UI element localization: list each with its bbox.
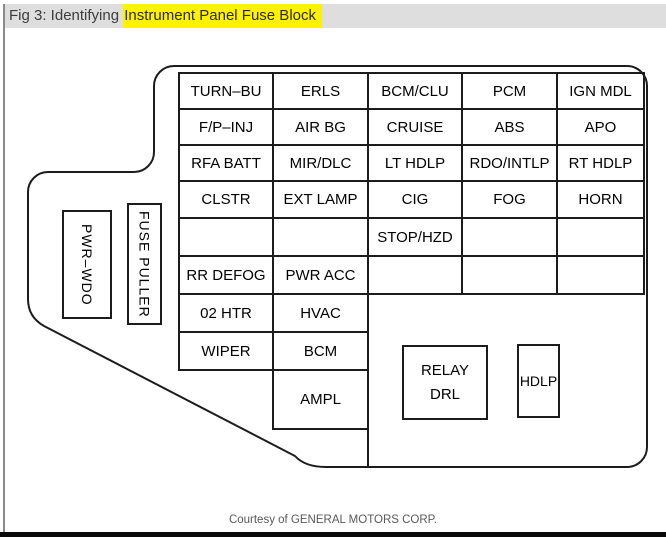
fuse-cell-erls: ERLS xyxy=(272,72,369,110)
fuse-cell-empty xyxy=(272,217,369,257)
fuse-cell-pcm: PCM xyxy=(461,72,558,110)
fuse-cell-empty xyxy=(178,217,274,257)
fuse-cell-ampl: AMPL xyxy=(272,369,369,430)
pwr-wdo-label: PWR–WDO xyxy=(79,223,95,306)
fuse-cell-empty xyxy=(556,217,645,257)
fuse-cell-ign-mdl: IGN MDL xyxy=(556,72,645,110)
page-left-border xyxy=(3,4,5,532)
fuse-cell-clstr: CLSTR xyxy=(178,180,274,219)
relay-drl-box: RELAY DRL xyxy=(402,345,488,420)
fuse-cell-apo: APO xyxy=(556,108,645,146)
figure-title: Fig 3: Identifying xyxy=(9,7,124,24)
fuse-cell-turn-bu: TURN–BU xyxy=(178,72,274,110)
fuse-puller-label: FUSE PULLER xyxy=(136,210,153,318)
fuse-cell-air-bg: AIR BG xyxy=(272,108,369,146)
fuse-cell-fog: FOG xyxy=(461,180,558,219)
fuse-block-outline-path xyxy=(27,65,648,468)
fuse-cell-horn: HORN xyxy=(556,180,645,219)
fuse-cell-lt-hdlp: LT HDLP xyxy=(367,144,463,182)
figure-title-highlight: Instrument Panel Fuse Block xyxy=(123,4,322,28)
fuse-cell-empty xyxy=(367,255,463,295)
fuse-cell-mir-dlc: MIR/DLC xyxy=(272,144,369,182)
fuse-cell-abs: ABS xyxy=(461,108,558,146)
fuse-cell-pwr-acc: PWR ACC xyxy=(272,255,369,295)
pwr-wdo-box: PWR–WDO xyxy=(62,210,112,319)
fuse-cell-wiper: WIPER xyxy=(178,331,274,371)
hdlp-label: HDLP xyxy=(519,373,558,389)
bottom-rule xyxy=(0,532,666,537)
figure-title-bar: Fig 3: Identifying Instrument Panel Fuse… xyxy=(5,4,666,28)
hdlp-box: HDLP xyxy=(517,344,560,418)
fuse-cell-hvac: HVAC xyxy=(272,293,369,333)
fuse-cell-f-p-inj: F/P–INJ xyxy=(178,108,274,146)
fuse-cell-rr-defog: RR DEFOG xyxy=(178,255,274,295)
fuse-cell-bcm-clu: BCM/CLU xyxy=(367,72,463,110)
fuse-cell-cig: CIG xyxy=(367,180,463,219)
fuse-cell-rfa-batt: RFA BATT xyxy=(178,144,274,182)
fuse-puller-box: FUSE PULLER xyxy=(127,203,162,325)
fuse-cell-cruise: CRUISE xyxy=(367,108,463,146)
fuse-cell-empty xyxy=(461,217,558,257)
fuse-cell-bcm: BCM xyxy=(272,331,369,371)
relay-drl-label-line1: RELAY xyxy=(420,361,470,379)
fuse-cell-empty xyxy=(461,255,558,295)
fuse-cell-empty xyxy=(556,255,645,295)
courtesy-caption: Courtesy of GENERAL MOTORS CORP. xyxy=(228,514,438,526)
fuse-cell-rt-hdlp: RT HDLP xyxy=(556,144,645,182)
fuse-cell-rdo-intlp: RDO/INTLP xyxy=(461,144,558,182)
fuse-cell-stop-hzd: STOP/HZD xyxy=(367,217,463,257)
fuse-cell-ext-lamp: EXT LAMP xyxy=(272,180,369,219)
relay-drl-label-line2: DRL xyxy=(429,385,460,403)
column-divider-line xyxy=(367,428,369,468)
fuse-cell-02-htr: 02 HTR xyxy=(178,293,274,333)
